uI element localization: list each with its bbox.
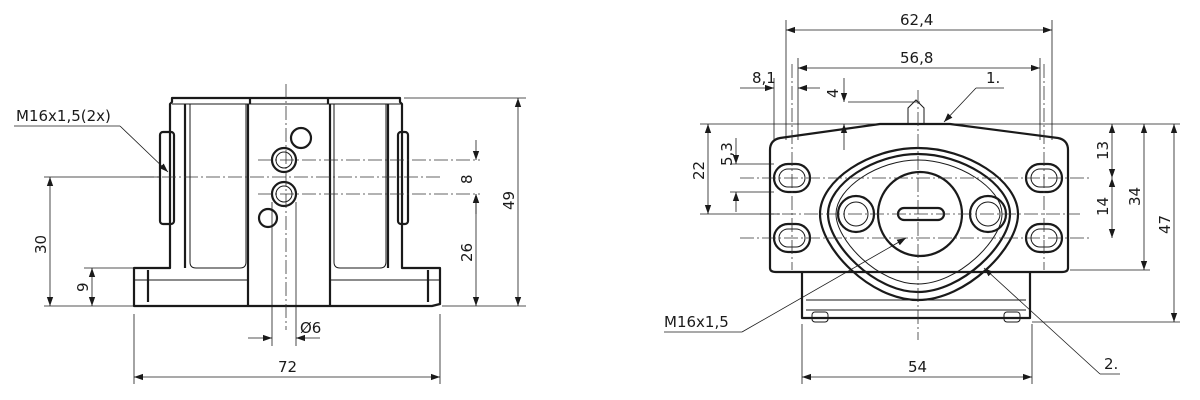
dim-72: 72: [278, 358, 297, 376]
front-thread-callout: M16x1,5: [664, 313, 729, 331]
front-flange-plate: [768, 122, 1070, 274]
dim-56-8: 56,8: [900, 49, 933, 67]
dim-34: 34: [1126, 187, 1144, 206]
side-port-right: [396, 130, 410, 226]
callout-2: 2.: [1104, 355, 1118, 373]
dim-26: 26: [458, 243, 476, 262]
side-port-left: [158, 130, 176, 226]
dim-9: 9: [74, 282, 92, 292]
side-view: M16x1,5(2x) 72 49 26 8 30 9 Ø6: [14, 84, 526, 384]
front-vent: [907, 99, 925, 124]
side-view-right-pocket: [333, 104, 387, 269]
side-view-body: [132, 96, 442, 308]
side-view-left-flange: [183, 98, 252, 268]
dim-47: 47: [1156, 215, 1174, 234]
dim-8: 8: [458, 174, 476, 184]
dim-dia-6: Ø6: [300, 319, 321, 337]
dim-54: 54: [908, 358, 927, 376]
dim-30: 30: [32, 235, 50, 254]
callout-1: 1.: [986, 69, 1000, 87]
front-view: 62,4 56,8 8,1 1. 4 5,3 22: [664, 11, 1180, 384]
dim-4: 4: [824, 88, 842, 98]
side-view-right-flange: [326, 98, 390, 268]
dim-13: 13: [1094, 141, 1112, 160]
dim-22: 22: [690, 161, 708, 180]
side-thread-callout: M16x1,5(2x): [16, 107, 111, 125]
side-hole-small: [257, 207, 279, 229]
side-view-left-pocket: [189, 104, 247, 269]
dim-5-3: 5,3: [718, 142, 736, 166]
dim-62-4: 62,4: [900, 11, 933, 29]
dim-14: 14: [1094, 197, 1112, 216]
front-lower-body: [800, 272, 1032, 320]
front-oval-cover: [818, 146, 1020, 302]
side-view-base: [146, 268, 430, 306]
side-hole-top: [289, 126, 313, 150]
dim-8-1: 8,1: [752, 69, 776, 87]
dim-49: 49: [500, 191, 518, 210]
